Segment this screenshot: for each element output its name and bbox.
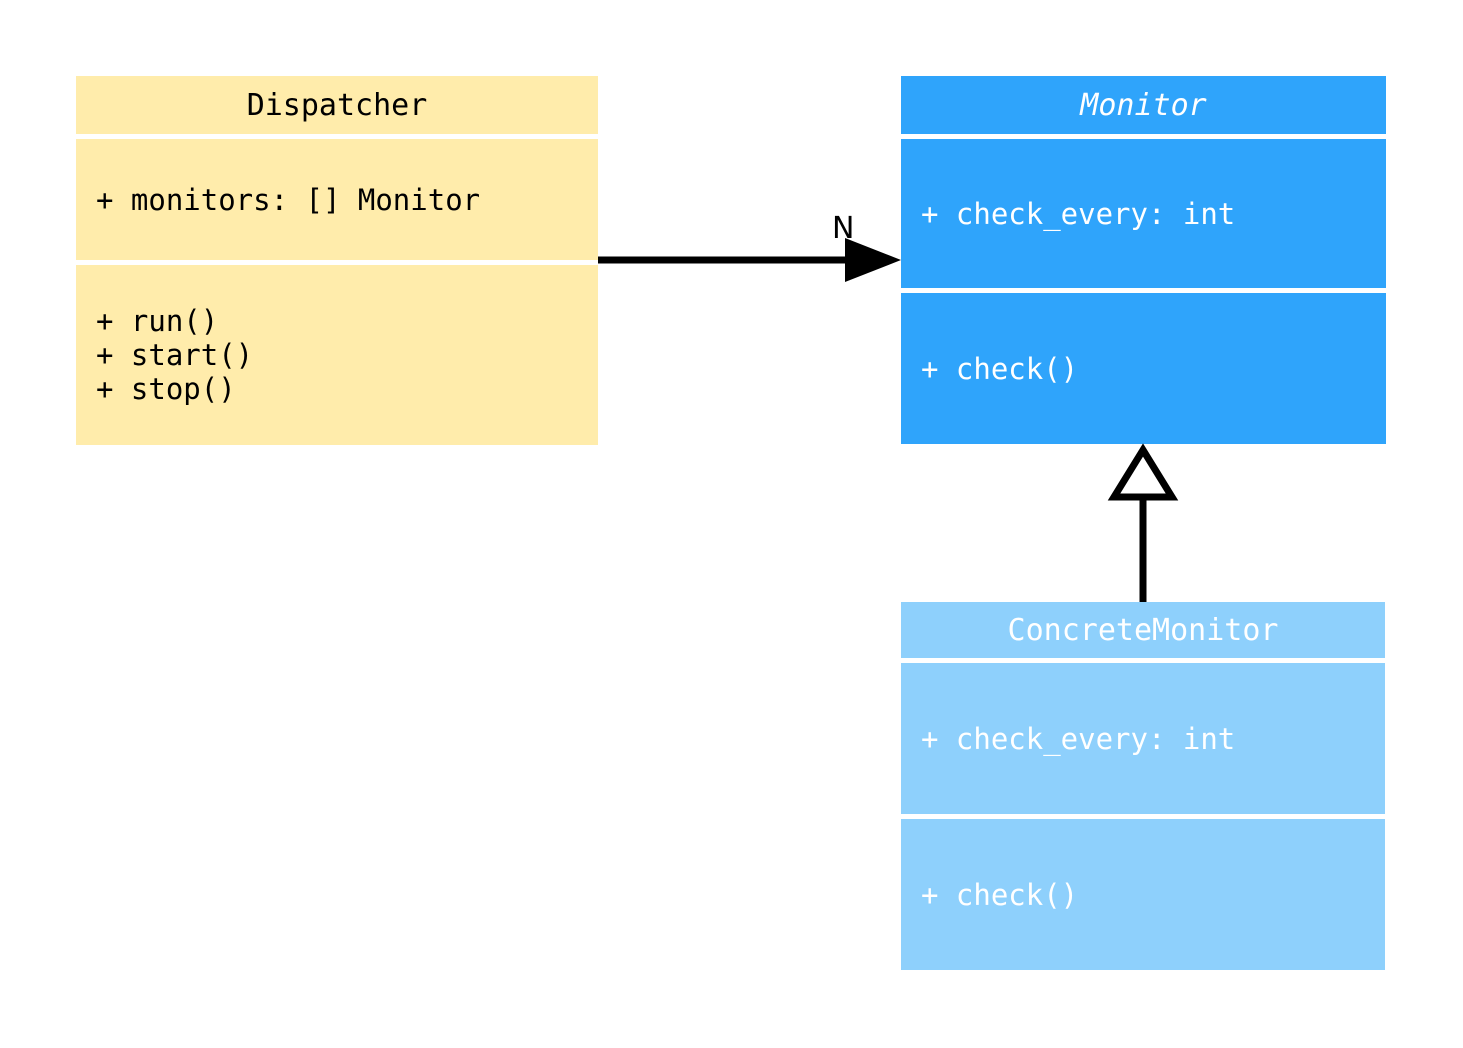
generalization-concretemonitor-to-monitor <box>1107 443 1179 602</box>
methods-compartment-monitor: + check() <box>901 293 1386 444</box>
attributes-compartment-monitor: + check_every: int <box>901 139 1386 288</box>
method-row: + stop() <box>96 372 236 406</box>
method-row: + check() <box>921 877 1079 912</box>
methods-compartment-dispatcher: + run() + start() + stop() <box>76 265 598 445</box>
method-row: + start() <box>96 338 254 372</box>
attribute-row: + monitors: [] Monitor <box>96 182 481 217</box>
association-multiplicity-label: N <box>832 211 855 246</box>
association-dispatcher-to-monitor <box>598 238 901 282</box>
class-title-dispatcher: Dispatcher <box>76 76 598 134</box>
attribute-row: + check_every: int <box>921 196 1236 231</box>
class-title-concretemonitor: ConcreteMonitor <box>901 602 1385 658</box>
hollow-triangle-arrowhead-icon <box>1107 443 1179 501</box>
uml-class-dispatcher[interactable]: Dispatcher + monitors: [] Monitor + run(… <box>76 76 598 445</box>
class-title-monitor: Monitor <box>901 76 1386 134</box>
method-row: + check() <box>921 351 1079 386</box>
attribute-row: + check_every: int <box>921 721 1236 756</box>
methods-compartment-concretemonitor: + check() <box>901 819 1385 970</box>
attributes-compartment-concretemonitor: + check_every: int <box>901 663 1385 814</box>
uml-class-monitor[interactable]: Monitor + check_every: int + check() <box>901 76 1386 444</box>
method-row: + run() <box>96 304 219 338</box>
uml-class-concretemonitor[interactable]: ConcreteMonitor + check_every: int + che… <box>901 602 1385 970</box>
attributes-compartment-dispatcher: + monitors: [] Monitor <box>76 139 598 260</box>
